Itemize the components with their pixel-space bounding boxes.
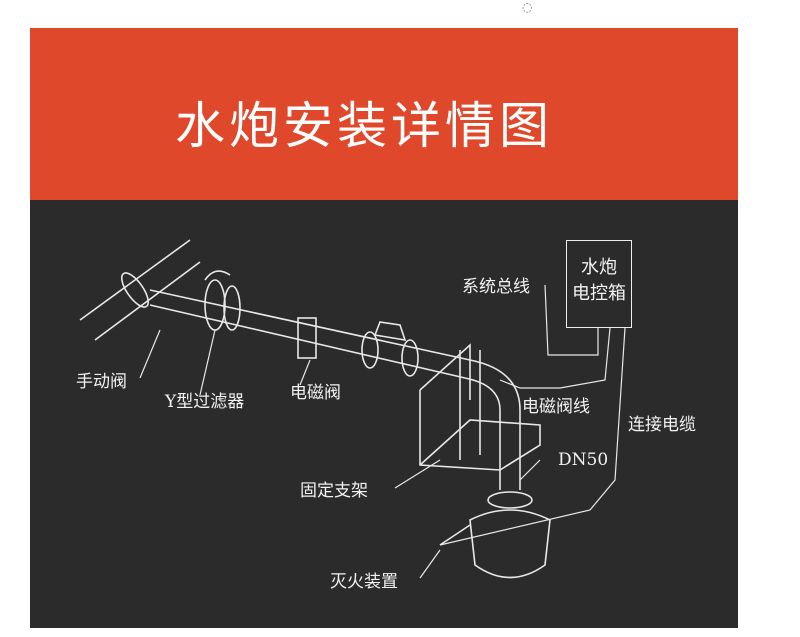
control-box-line1: 水炮 bbox=[581, 257, 617, 278]
control-box-line2: 电控箱 bbox=[572, 283, 626, 304]
label-solenoid-valve: 电磁阀 bbox=[290, 383, 341, 403]
label-y-filter: Y型过滤器 bbox=[165, 392, 245, 412]
label-manual-valve: 手动阀 bbox=[76, 372, 127, 392]
title-banner: 水炮安装详情图 bbox=[30, 28, 738, 200]
page-title: 水炮安装详情图 bbox=[175, 97, 553, 155]
y-filter-shape bbox=[204, 270, 241, 331]
label-bracket: 固定支架 bbox=[300, 481, 368, 501]
decorative-icon: ◌ bbox=[522, 0, 533, 14]
label-system-bus: 系统总线 bbox=[462, 277, 530, 297]
label-extinguisher: 灭火装置 bbox=[330, 572, 398, 592]
label-dn50: DN50 bbox=[558, 450, 609, 470]
label-cable: 连接电缆 bbox=[628, 415, 696, 435]
leader-lines bbox=[139, 284, 626, 579]
extinguisher-shape bbox=[439, 491, 551, 579]
control-box: 水炮 电控箱 bbox=[566, 240, 632, 328]
bracket-shape bbox=[419, 343, 541, 471]
label-solenoid-wire: 电磁阀线 bbox=[522, 397, 590, 417]
solenoid-valve-shape bbox=[297, 317, 419, 377]
